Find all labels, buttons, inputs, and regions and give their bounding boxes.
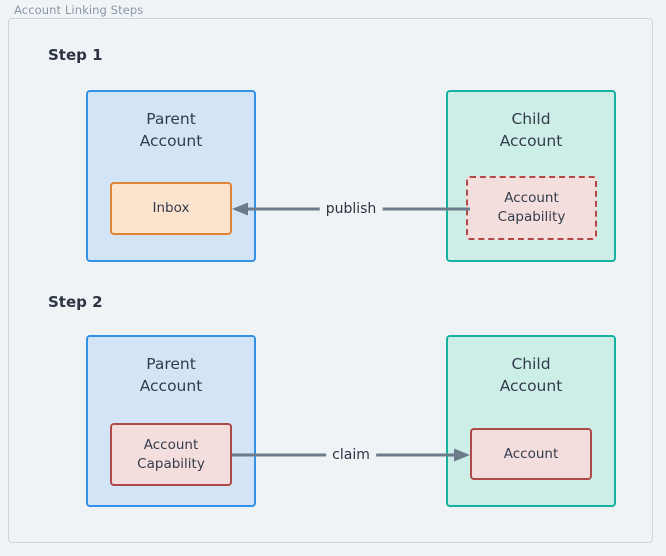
step-1-account-capability-node[interactable]: Account Capability xyxy=(466,176,597,240)
step-2-parent-account-label: Parent Account xyxy=(139,355,203,395)
step-1-title: Step 1 xyxy=(48,46,103,64)
step-1-publish-edge-label: publish xyxy=(319,201,383,217)
step-2-account-node[interactable]: Account xyxy=(470,428,592,480)
step-1-parent-account-box[interactable]: Parent Account xyxy=(86,90,256,262)
step-2-child-account-box[interactable]: Child Account xyxy=(446,335,616,507)
subgraph-label: Account Linking Steps xyxy=(14,3,144,17)
claim-arrowhead-icon xyxy=(454,448,470,462)
step-1-parent-account-label: Parent Account xyxy=(139,110,203,150)
step-2-title: Step 2 xyxy=(48,293,103,311)
step-1-inbox-node[interactable]: Inbox xyxy=(110,182,232,235)
step-1-child-account-label: Child Account xyxy=(499,110,563,150)
step-2-claim-edge-label: claim xyxy=(326,447,376,463)
publish-arrowhead-icon xyxy=(232,202,248,216)
step-2-account-capability-node[interactable]: Account Capability xyxy=(110,423,232,486)
step-2-child-account-label: Child Account xyxy=(499,355,563,395)
